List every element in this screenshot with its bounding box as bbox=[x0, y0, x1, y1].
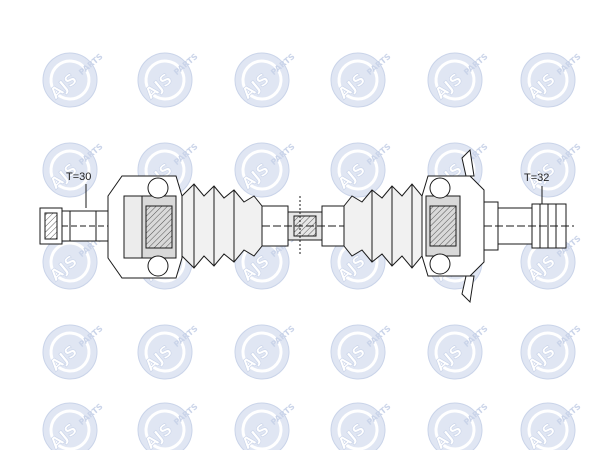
shaft-drawing bbox=[39, 148, 574, 304]
right-joint-ball-top bbox=[429, 177, 451, 199]
right-flange-top bbox=[461, 148, 475, 177]
left-joint-ball-top bbox=[147, 177, 169, 199]
left-joint-ball-bottom bbox=[147, 255, 169, 277]
left-spline-label: T=30 bbox=[66, 171, 91, 183]
left-stub-hatch bbox=[44, 212, 58, 240]
right-joint-ball-bottom bbox=[429, 253, 451, 275]
right-spline-shaft bbox=[531, 203, 567, 249]
right-spline-label: T=32 bbox=[524, 172, 549, 184]
right-flange-bottom bbox=[461, 275, 475, 304]
left-joint-hatch bbox=[145, 205, 173, 249]
right-stub-shaft bbox=[497, 207, 533, 245]
right-joint-hatch bbox=[429, 205, 457, 247]
